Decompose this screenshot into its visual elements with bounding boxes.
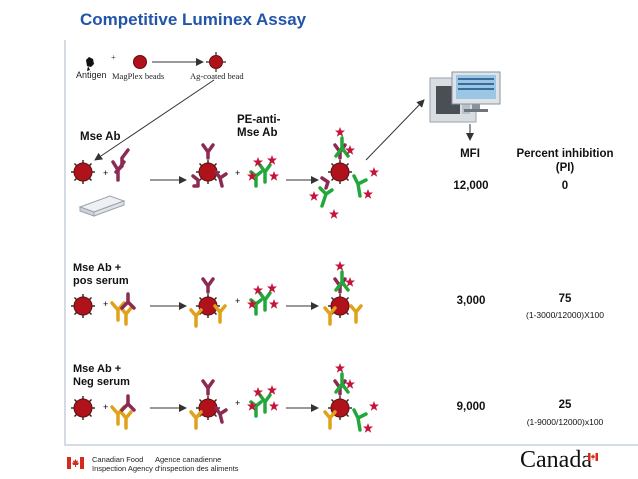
cfia-french-line2: d'inspection des aliments (155, 464, 239, 473)
legend-magplex-label: MagPlex beads (112, 71, 165, 81)
row3-pi: 25 (558, 399, 572, 411)
frame-bottom-border (64, 444, 638, 446)
row2-formula: (1-3000/12000)X100 (526, 310, 604, 320)
row1-plus-sign-2: + (235, 168, 241, 178)
legend-coated-bead-icon (206, 52, 226, 72)
row2-label-line2: pos serum (73, 275, 129, 287)
legend-magplex-bead-icon (133, 55, 147, 69)
row1-label: Mse Ab (80, 131, 121, 143)
pi-header-line2: (PI) (555, 162, 575, 174)
row1-pe-ab (247, 155, 279, 188)
row2-final-complex (323, 261, 363, 326)
row1-plus-sign: + (103, 168, 109, 178)
row1-coated-bead (70, 159, 96, 185)
legend-coated-label: Ag-coated bead (190, 71, 244, 81)
row2-mfi: 3,000 (456, 295, 486, 307)
legend-antigen-icon (86, 57, 94, 71)
row3-mfi: 9,000 (456, 401, 486, 413)
pe-anti-label-line2: Mse Ab (237, 127, 278, 139)
flow-arrows (150, 176, 319, 412)
row1-pi: 0 (561, 180, 569, 192)
row2-pi: 75 (558, 293, 572, 305)
cfia-french-name: Agence canadienne d'inspection des alime… (155, 455, 239, 473)
row3-label: Mse Ab + Neg serum (73, 363, 130, 389)
row3-plus-sign-2: + (235, 398, 241, 408)
row2-plus-sign: + (103, 299, 109, 309)
row2-label-line1: Mse Ab + (73, 262, 122, 274)
page-title: Competitive Luminex Assay (80, 10, 307, 29)
pi-header: Percent inhibition (PI) (505, 147, 625, 175)
cfia-english-name: Canadian Food Inspection Agency (92, 455, 153, 473)
row2-mse-ab-with-serum (110, 292, 136, 326)
wordmark-flag-icon (588, 448, 598, 461)
cfia-english-line2: Inspection Agency (92, 464, 153, 473)
row2-coated-bead (70, 293, 96, 319)
row2-label: Mse Ab + pos serum (73, 262, 129, 288)
row3-mse-ab-with-serum (110, 394, 136, 430)
row3-coated-bead (70, 395, 96, 421)
pi-header-line1: Percent inhibition (516, 148, 614, 160)
row2-bead-with-serum (189, 277, 227, 328)
pe-anti-label: PE-anti- Mse Ab (237, 114, 280, 140)
row2-pe-ab (247, 283, 279, 316)
microplate-icon (78, 195, 126, 217)
to-instrument-arrow (365, 99, 425, 161)
row2-plus-sign-2: + (235, 296, 241, 306)
pe-anti-label-line1: PE-anti- (237, 114, 281, 126)
row3-bead-with-ab (189, 379, 228, 430)
legend-plus-sign: + (111, 52, 116, 62)
row3-label-line2: Neg serum (73, 376, 130, 388)
row1-mfi: 12,000 (453, 180, 489, 192)
luminex-instrument-icon (429, 71, 501, 123)
canada-wordmark: Canada (520, 447, 592, 473)
canada-flag-icon (67, 456, 84, 469)
cfia-english-line1: Canadian Food (92, 455, 144, 464)
row3-final-complex (323, 363, 379, 433)
row3-formula: (1-9000/12000)x100 (526, 417, 604, 427)
frame-left-border (64, 40, 66, 446)
mfi-header: MFI (460, 148, 480, 160)
cfia-french-line1: Agence canadienne (155, 455, 222, 464)
legend-pointer-arrow (94, 79, 215, 161)
row1-mse-ab (111, 148, 130, 182)
legend-antigen-label: Antigen (76, 70, 107, 80)
row3-plus-sign: + (103, 402, 109, 412)
row1-bead-with-ab (191, 143, 228, 188)
row1-final-complex (309, 127, 379, 219)
row3-label-line1: Mse Ab + (73, 363, 122, 375)
row3-pe-ab (247, 385, 279, 418)
